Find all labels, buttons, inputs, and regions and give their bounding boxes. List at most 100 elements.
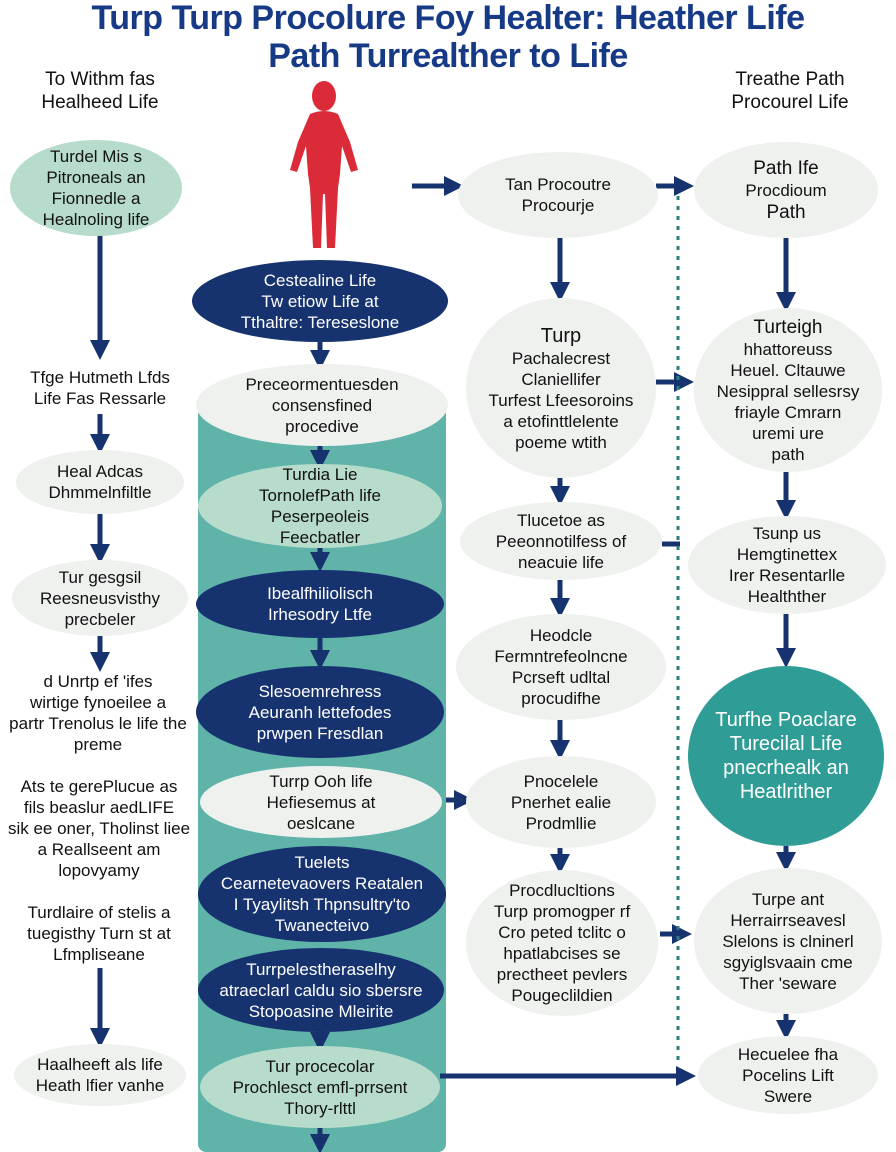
node-text-line: Tfge Hutmeth Lfds	[30, 368, 170, 387]
node-text-line: Stopoasine Mleirite	[248, 1001, 394, 1021]
node-text-line: uremi ure	[752, 423, 824, 443]
right-outer-node-6: Hecuelee fha Pocelins Lift Swere	[698, 1036, 878, 1114]
left-heading-line: Healheed Life	[41, 92, 159, 113]
node-text-line: TornolefPath life	[259, 486, 381, 505]
center-node-8: Turrpelestheraselhy atraeclarl caldu sio…	[198, 948, 444, 1032]
node-text-line: prectheet pevlers	[496, 965, 628, 984]
right-inner-node-2: Turp Pachalecrest Claniellifer Turfest L…	[466, 298, 656, 478]
node-text-line: Tsunp us	[752, 524, 822, 543]
node-text-line: poeme wtith	[515, 432, 607, 452]
node-text-line: friayle Cmrarn	[734, 402, 842, 422]
node-text-line: Preceormentuesden	[245, 374, 399, 394]
node-text-line: Hemgtinettex	[736, 545, 838, 564]
node-text-line: Slesoemrehress	[258, 681, 382, 701]
node-text-line: wirtige fynoeilee a	[29, 693, 167, 712]
node-text-line: Heuel. Cltauwe	[730, 360, 846, 380]
node-text-line: Dhmmelnfiltle	[48, 483, 152, 502]
node-text-line: Procdlucltions	[509, 881, 615, 900]
diagram-title-line-1: Turp Turp Procolure Foy Healter: Heather…	[91, 0, 805, 37]
node-text-line: neacuie life	[517, 552, 604, 572]
node-text-line: Cro peted tclitc o	[498, 923, 626, 942]
left-node-8: Haalheeft als life Heath lfier vanhe	[14, 1044, 186, 1106]
node-text-line: Prochlesct emfl-prrsent	[232, 1077, 408, 1097]
node-text-line: Pougeclildien	[511, 986, 613, 1005]
node-text-line: prwpen Fresdlan	[256, 723, 384, 743]
node-text-line: Reesneusvisthy	[39, 588, 160, 608]
node-text-line: Turpe ant	[751, 889, 825, 909]
node-text-line: Irhesodry Ltfe	[268, 605, 372, 624]
node-text-line: atraeclarl caldu sio sbersre	[219, 980, 423, 1000]
node-text-line: Hecuelee fha	[737, 1044, 839, 1064]
node-text-line: partr Trenolus le life the	[9, 714, 187, 733]
node-text-line: Herrairrseavesl	[730, 910, 846, 930]
node-text-line: sik ee oner, Tholinst liee	[7, 818, 191, 838]
node-text-line: Healnoling life	[42, 210, 150, 229]
node-text-line: d Unrtp ef 'ifes	[43, 672, 153, 691]
node-text-line: preme	[73, 735, 123, 754]
right-outer-node-1: Path Ife Procdioum Path	[694, 142, 878, 238]
right-inner-node-5: Pnocelele Pnerhet ealie Prodmllie	[466, 756, 656, 848]
center-node-4: Ibealfhiliolisch Irhesodry Ltfe	[196, 570, 444, 638]
node-text-line: oeslcane	[286, 813, 356, 833]
node-text-line: Life Fas Ressarle	[33, 389, 167, 408]
person-figure-icon	[290, 81, 358, 248]
node-text-line: Fermntrefeolncne	[494, 647, 628, 666]
right-heading-line: Treathe Path	[735, 69, 845, 90]
node-text-line: hpatlabcises se	[503, 944, 621, 963]
node-text-line: Turfest Lfeesoroins	[488, 390, 634, 410]
node-text-line: Feecbatler	[279, 528, 361, 547]
node-text-line: I Tyaylitsh Thpnsultry'to	[233, 895, 411, 914]
node-text-line: procudifhe	[521, 689, 601, 708]
node-text-line: Pnerhet ealie	[510, 792, 612, 812]
left-node-2: Tfge Hutmeth Lfds Life Fas Ressarle	[10, 362, 190, 414]
node-text-line: Cestealine Life	[263, 270, 377, 290]
diagram-title-line-2: Path Turrealther to Life	[268, 37, 628, 75]
right-outer-node-highlight: Turfhe Poaclare Turecilal Life pnecrheal…	[688, 666, 884, 846]
node-text-line: tuegisthy Turn st at	[27, 923, 171, 943]
node-text-line: Irer Resentarlle	[728, 566, 846, 585]
node-text-line: pnecrhealk an	[723, 757, 849, 779]
node-text-line: Fionnedle a	[51, 189, 141, 208]
left-column-heading: To Withm fas Healheed Life	[10, 68, 190, 114]
node-text-line: Procdioum	[745, 180, 827, 200]
left-node-5: d Unrtp ef 'ifes wirtige fynoeilee a par…	[0, 670, 196, 756]
center-node-7: Tuelets Cearnetevaovers Reatalen I Tyayl…	[198, 846, 446, 942]
node-text-line: Pachalecrest	[511, 348, 611, 368]
node-text-line: consensfined	[271, 395, 373, 415]
node-text-line: Tur gesgsil	[58, 567, 142, 587]
node-text-line: Ibealfhiliolisch	[267, 584, 373, 603]
node-text-line: Turdia Lie	[282, 465, 358, 484]
node-text-line: Tthaltre: Tereseslone	[240, 312, 400, 332]
node-text-line: Tw etiow Life at	[261, 291, 379, 311]
node-text-line: Slelons is clninerl	[722, 931, 854, 951]
node-text-line: Turfhe Poaclare	[715, 709, 857, 731]
node-text-line: Pocelins Lift	[742, 1065, 834, 1085]
node-text-line: sgyiglsvaain cme	[723, 952, 853, 972]
node-text-line: Heath lfier vanhe	[35, 1076, 165, 1095]
center-node-9: Tur procecolar Prochlesct emfl-prrsent T…	[200, 1046, 440, 1128]
node-text-line: Turp	[540, 324, 582, 347]
node-text-line: lopovyamy	[58, 860, 140, 880]
node-text-line: Tan Procoutre	[505, 175, 611, 194]
node-text-line: Heal Adcas	[57, 462, 143, 481]
right-inner-node-4: Heodcle Fermntrefeolncne Pcrseft udltal …	[456, 614, 666, 720]
node-text-line: Turp promogper rf	[493, 902, 631, 921]
right-heading-line: Procourel Life	[731, 92, 849, 113]
node-text-line: Heatlrither	[739, 781, 833, 803]
node-text-line: Turecilal Life	[729, 733, 843, 755]
node-text-line: Thory-rlttl	[284, 1098, 356, 1118]
node-text-line: Healthther	[747, 587, 827, 606]
right-inner-node-6: Procdlucltions Turp promogper rf Cro pet…	[466, 870, 658, 1016]
right-outer-node-5: Turpe ant Herrairrseavesl Slelons is cln…	[694, 868, 882, 1014]
node-text-line: a Reallseent am	[37, 839, 161, 859]
node-text-line: Peserpeoleis	[270, 507, 370, 526]
node-text-line: precbeler	[64, 609, 136, 629]
node-text-line: procedive	[285, 416, 359, 436]
node-text-line: Procourje	[521, 196, 595, 215]
node-text-line: Turrp Ooh life	[269, 771, 373, 791]
right-outer-node-2: Turteigh hhattoreuss Heuel. Cltauwe Nesi…	[694, 308, 882, 472]
node-text-line: Nesippral sellesrsy	[716, 381, 860, 401]
center-node-2: Preceormentuesden consensfined procedive	[196, 364, 448, 446]
right-inner-node-1: Tan Procoutre Procourje	[458, 152, 658, 238]
node-text-line: Prodmllie	[525, 813, 597, 833]
